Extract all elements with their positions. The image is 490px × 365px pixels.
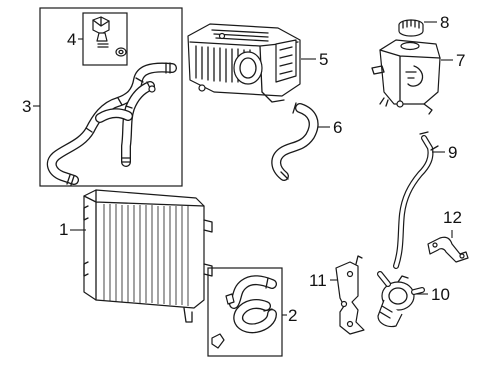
hose-assembly-frame	[39, 7, 183, 187]
callout-4: 4	[67, 30, 77, 49]
hose-kit-frame	[207, 267, 283, 357]
heater-hose-part	[46, 62, 177, 186]
callout-1: 1	[59, 220, 69, 239]
callout-3: 3	[22, 97, 32, 116]
callout-6: 6	[333, 118, 343, 137]
callout-7: 7	[456, 51, 466, 70]
pump-bracket-part	[335, 255, 365, 335]
callout-2: 2	[288, 306, 298, 325]
callout-10: 10	[431, 285, 450, 304]
pipe-bracket-part	[427, 236, 469, 263]
callout-12: 12	[443, 208, 462, 227]
bleeder-valve-part	[92, 16, 127, 57]
callout-9: 9	[448, 143, 458, 162]
radiator-hose-kit-part	[211, 275, 277, 349]
coolant-hose-small-part	[271, 102, 319, 181]
radiator-part	[83, 189, 213, 323]
callout-5: 5	[319, 50, 329, 69]
intercooler-part	[187, 23, 301, 103]
coolant-tube-part	[393, 131, 439, 269]
coolant-reservoir-part	[371, 39, 441, 115]
callout-8: 8	[440, 13, 450, 32]
reservoir-cap-part	[398, 19, 424, 37]
water-pump-part	[377, 271, 425, 328]
callout-11: 11	[309, 271, 327, 290]
